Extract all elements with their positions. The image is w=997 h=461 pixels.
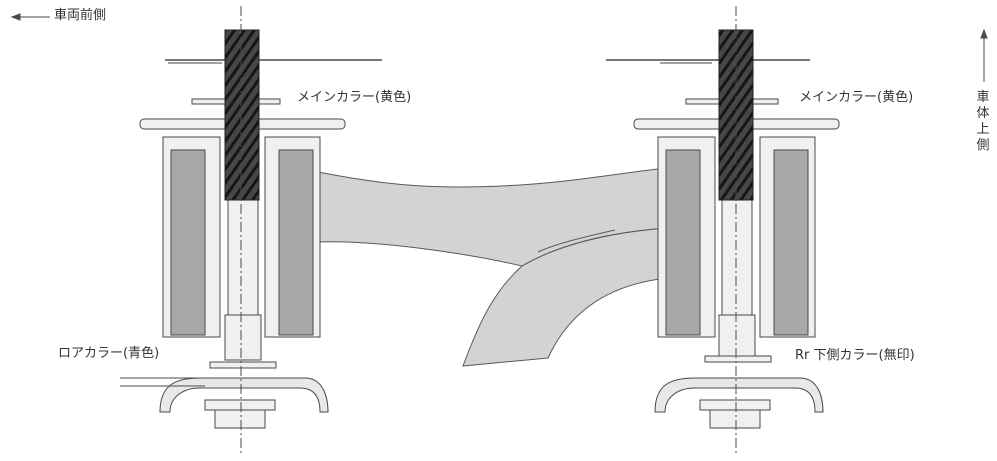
rr-lower-collar-label: Rr 下側カラー(無印) bbox=[795, 348, 915, 363]
suspension-arm-branch bbox=[462, 227, 669, 367]
lower-collar-label: ロアカラー(青色) bbox=[58, 346, 160, 361]
left-bushing-assembly bbox=[120, 6, 382, 456]
vehicle-front-label: 車両前側 bbox=[54, 8, 107, 23]
main-collar-left-label: メインカラー(黄色) bbox=[297, 90, 412, 105]
right-bushing-assembly bbox=[606, 6, 840, 456]
up-direction-arrow bbox=[980, 28, 988, 82]
vehicle-up-label: 車体上側 bbox=[976, 90, 990, 153]
main-collar-right-label: メインカラー(黄色) bbox=[799, 90, 914, 105]
front-direction-arrow bbox=[10, 13, 50, 21]
